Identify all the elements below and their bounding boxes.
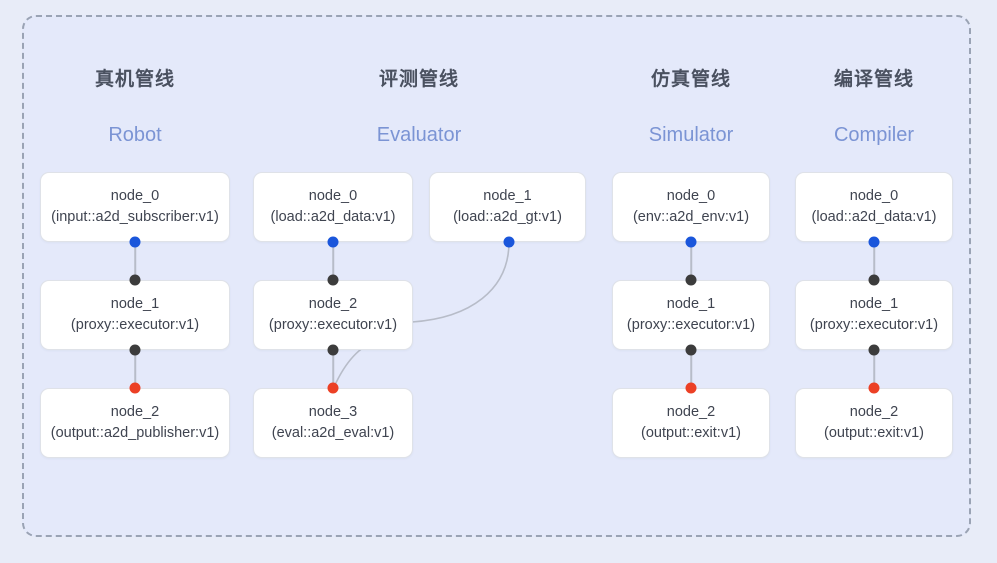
port-input-robot-1[interactable] [129, 274, 141, 286]
node-spec: (proxy::executor:v1) [70, 317, 200, 333]
pipeline-frame [22, 15, 971, 537]
node-simulator-1[interactable]: node_1 (proxy::executor:v1) [612, 280, 770, 350]
column-title-cn-robot: 真机管线 [94, 69, 175, 90]
link-robot-0-1 [134, 242, 136, 280]
port-input-compiler-2[interactable] [868, 382, 880, 394]
node-label: node_1 [110, 295, 160, 312]
node-evaluator-1[interactable]: node_1 (load::a2d_gt:v1) [429, 172, 586, 242]
node-evaluator-2[interactable]: node_2 (proxy::executor:v1) [253, 280, 413, 350]
node-evaluator-3[interactable]: node_3 (eval::a2d_eval:v1) [253, 388, 413, 458]
node-label: node_1 [849, 295, 899, 312]
node-simulator-0[interactable]: node_0 (env::a2d_env:v1) [612, 172, 770, 242]
node-spec: (proxy::executor:v1) [809, 317, 939, 333]
node-spec: (env::a2d_env:v1) [632, 209, 750, 225]
column-title-cn-evaluator: 评测管线 [378, 69, 459, 90]
port-input-robot-2[interactable] [129, 382, 141, 394]
port-output-evaluator-0[interactable] [327, 236, 339, 248]
port-output-simulator-1[interactable] [685, 344, 697, 356]
port-input-evaluator-2[interactable] [327, 274, 339, 286]
node-label: node_0 [666, 187, 716, 204]
column-title-en-evaluator: Evaluator [376, 124, 462, 146]
port-output-evaluator-2[interactable] [327, 344, 339, 356]
link-compiler-1-2 [873, 350, 875, 388]
node-spec: (eval::a2d_eval:v1) [271, 425, 395, 441]
link-evaluator-2-3 [332, 350, 334, 388]
node-spec: (proxy::executor:v1) [268, 317, 398, 333]
node-spec: (load::a2d_gt:v1) [453, 209, 562, 225]
port-input-evaluator-3[interactable] [327, 382, 339, 394]
node-label: node_1 [483, 187, 532, 204]
column-title-cn-compiler: 编译管线 [833, 69, 914, 90]
port-output-evaluator-1[interactable] [503, 236, 515, 248]
node-evaluator-0[interactable]: node_0 (load::a2d_data:v1) [253, 172, 413, 242]
node-label: node_2 [666, 403, 716, 420]
column-title-cn-simulator: 仿真管线 [650, 69, 731, 90]
node-label: node_2 [110, 403, 160, 420]
node-spec: (output::exit:v1) [824, 425, 924, 441]
column-title-en-compiler: Compiler [833, 124, 915, 146]
node-robot-0[interactable]: node_0 (input::a2d_subscriber:v1) [40, 172, 230, 242]
node-label: node_2 [849, 403, 899, 420]
link-compiler-0-1 [873, 242, 875, 280]
column-title-en-robot: Robot [108, 124, 162, 146]
port-output-compiler-1[interactable] [868, 344, 880, 356]
port-output-robot-0[interactable] [129, 236, 141, 248]
node-label: node_0 [110, 187, 160, 204]
link-evaluator-0-2 [332, 242, 334, 280]
link-robot-1-2 [134, 350, 136, 388]
port-output-simulator-0[interactable] [685, 236, 697, 248]
port-input-simulator-1[interactable] [685, 274, 697, 286]
port-output-robot-1[interactable] [129, 344, 141, 356]
port-input-compiler-1[interactable] [868, 274, 880, 286]
node-compiler-0[interactable]: node_0 (load::a2d_data:v1) [795, 172, 953, 242]
link-simulator-1-2 [690, 350, 692, 388]
node-compiler-2[interactable]: node_2 (output::exit:v1) [795, 388, 953, 458]
node-spec: (output::a2d_publisher:v1) [50, 425, 220, 441]
port-output-compiler-0[interactable] [868, 236, 880, 248]
column-title-en-simulator: Simulator [648, 124, 734, 146]
node-spec: (load::a2d_data:v1) [270, 209, 396, 225]
node-simulator-2[interactable]: node_2 (output::exit:v1) [612, 388, 770, 458]
node-robot-2[interactable]: node_2 (output::a2d_publisher:v1) [40, 388, 230, 458]
node-compiler-1[interactable]: node_1 (proxy::executor:v1) [795, 280, 953, 350]
port-input-simulator-2[interactable] [685, 382, 697, 394]
node-spec: (proxy::executor:v1) [626, 317, 756, 333]
node-label: node_0 [308, 187, 358, 204]
node-spec: (load::a2d_data:v1) [811, 209, 937, 225]
link-simulator-0-1 [690, 242, 692, 280]
node-label: node_1 [666, 295, 716, 312]
node-label: node_2 [308, 295, 358, 312]
node-spec: (output::exit:v1) [641, 425, 741, 441]
node-label: node_0 [849, 187, 899, 204]
node-robot-1[interactable]: node_1 (proxy::executor:v1) [40, 280, 230, 350]
node-spec: (input::a2d_subscriber:v1) [51, 209, 219, 225]
node-label: node_3 [308, 403, 358, 420]
